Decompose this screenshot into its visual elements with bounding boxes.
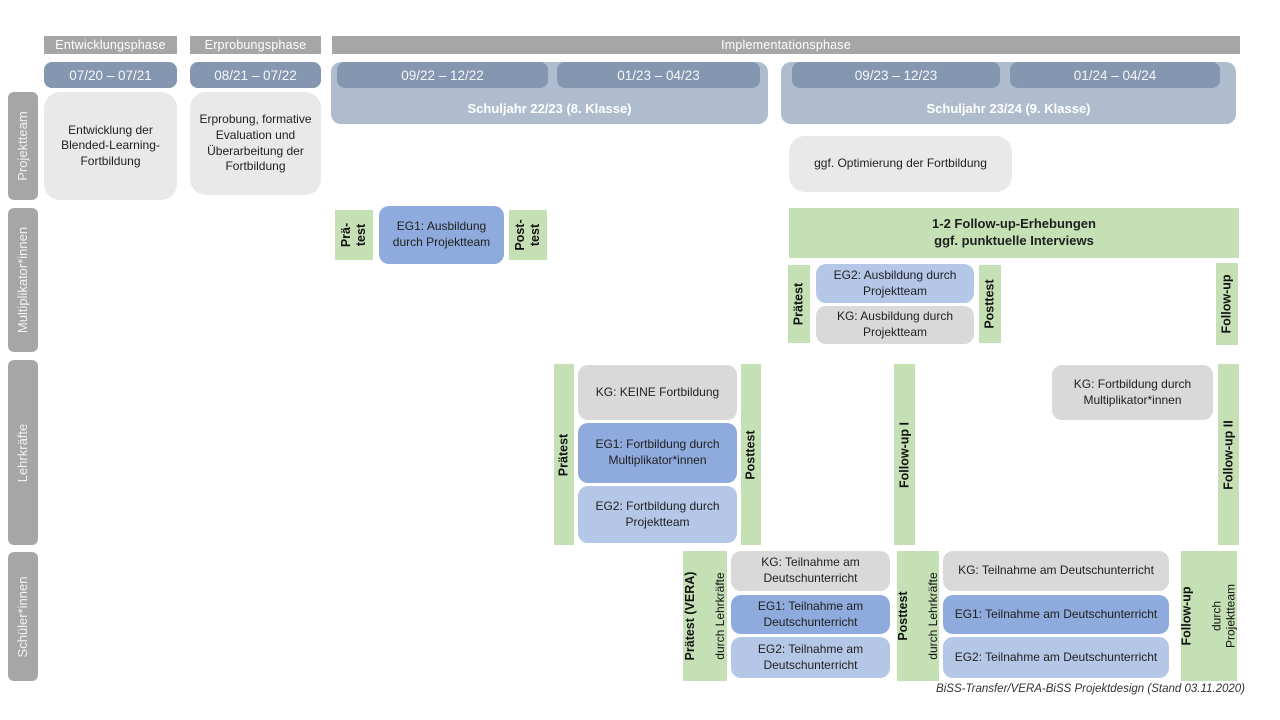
box-kg-teilnahme-1: KG: Teilnahme am Deutschunterricht [731,551,890,591]
box-eg2-fortbildung-projektteam: EG2: Fortbildung durch Projektteam [578,486,737,543]
box-kg-fortbildung-multiplikatoren: KG: Fortbildung durch Multiplikator*inne… [1052,365,1213,420]
phase-bar-erprobungsphase: Erprobungsphase [190,36,321,54]
box-erprobung-evaluation: Erprobung, formative Evaluation und Über… [190,92,321,195]
bar-schueler-followup: Follow-up durch Projektteam [1179,551,1238,681]
bar-schueler-posttest: Posttest durch Lehrkräfte [895,551,940,681]
bar-lehrkraefte-posttest: Posttest [741,364,761,545]
box-eg1-teilnahme-1: EG1: Teilnahme am Deutschunterricht [731,595,890,634]
box-kg-ausbildung-projektteam: KG: Ausbildung durch Projektteam [816,306,974,344]
bar-schueler-posttest-label: Posttest [895,591,910,641]
box-kg-keine-fortbildung: KG: KEINE Fortbildung [578,365,737,420]
diagram-caption: BiSS-Transfer/VERA-BiSS Projektdesign (S… [936,683,1245,695]
phase-bar-entwicklungsphase: Entwicklungsphase [44,36,177,54]
bar-multiplikatoren-posttest-2: Posttest [979,265,1001,343]
date-bar-07-20: 07/20 – 07/21 [44,62,177,88]
box-followup-erhebungen: 1-2 Follow-up-Erhebungen ggf. punktuelle… [789,208,1239,258]
bar-multiplikatoren-praetest-1: Prä- test [335,210,373,260]
schoolyear-label-22-23: Schuljahr 22/23 (8. Klasse) [467,101,632,116]
bar-multiplikatoren-followup-label: Follow-up [1219,274,1234,334]
box-kg-teilnahme-2: KG: Teilnahme am Deutschunterricht [943,551,1169,591]
bar-lehrkraefte-followup-1-label: Follow-up I [897,421,911,488]
box-eg1-fortbildung-multiplikatoren: EG1: Fortbildung durch Multiplikator*inn… [578,423,737,483]
sidebar-row-lehrkraefte: Lehrkräfte [8,360,38,545]
bar-lehrkraefte-praetest: Prätest [554,364,574,545]
bar-lehrkraefte-followup-2-label: Follow-up II [1221,419,1235,490]
bar-multiplikatoren-posttest-1-label: Post- test [513,219,542,251]
box-eg2-teilnahme-2: EG2: Teilnahme am Deutschunterricht [943,637,1169,678]
bar-schueler-praetest-vera-label: Prätest (VERA) [682,571,697,661]
bar-multiplikatoren-praetest-1-label: Prä- test [339,222,368,248]
sidebar-label-lehrkraefte: Lehrkräfte [15,423,31,482]
sidebar-label-multiplikatorinnen: Multiplikator*innen [15,226,31,334]
bar-schueler-posttest-sub: durch Lehrkräfte [925,572,940,660]
bar-schueler-followup-label: Follow-up [1179,586,1194,646]
phase-bar-implementationsphase: Implementationsphase [332,36,1240,54]
bar-schueler-followup-sub: durch Projektteam [1209,583,1238,649]
sidebar-row-projektteam: Projektteam [8,92,38,200]
bar-schueler-praetest-vera: Prätest (VERA) durch Lehrkräfte [683,551,727,681]
box-eg1-teilnahme-2: EG1: Teilnahme am Deutschunterricht [943,595,1169,634]
bar-multiplikatoren-posttest-2-label: Posttest [982,279,997,329]
date-bar-09-22: 09/22 – 12/22 [337,62,548,88]
bar-multiplikatoren-praetest-2: Prätest [788,265,810,343]
bar-lehrkraefte-praetest-label: Prätest [556,433,571,476]
bar-lehrkraefte-followup-1: Follow-up I [894,364,915,545]
schoolyear-label-23-24: Schuljahr 23/24 (9. Klasse) [926,101,1091,116]
date-bar-01-24: 01/24 – 04/24 [1010,62,1220,88]
bar-multiplikatoren-praetest-2-label: Prätest [791,282,806,326]
box-eg1-ausbildung-projektteam: EG1: Ausbildung durch Projektteam [379,206,504,264]
bar-multiplikatoren-posttest-1: Post- test [509,210,547,260]
date-bar-01-23: 01/23 – 04/23 [557,62,760,88]
date-bar-08-21: 08/21 – 07/22 [190,62,321,88]
bar-multiplikatoren-followup: Follow-up [1216,263,1238,345]
date-bar-09-23: 09/23 – 12/23 [792,62,1000,88]
box-optimierung-fortbildung: ggf. Optimierung der Fortbildung [789,136,1012,192]
bar-lehrkraefte-posttest-label: Posttest [743,429,758,480]
sidebar-row-schuelerinnen: Schüler*innen [8,552,38,681]
bar-schueler-praetest-vera-sub: durch Lehrkräfte [712,572,727,660]
box-eg2-teilnahme-1: EG2: Teilnahme am Deutschunterricht [731,637,890,678]
sidebar-label-projektteam: Projektteam [15,111,31,181]
box-entwicklung-fortbildung: Entwicklung der Blended-Learning-Fortbil… [44,92,177,200]
box-eg2-ausbildung-projektteam: EG2: Ausbildung durch Projektteam [816,264,974,303]
bar-lehrkraefte-followup-2: Follow-up II [1218,364,1239,545]
sidebar-label-schuelerinnen: Schüler*innen [15,576,31,657]
sidebar-row-multiplikatorinnen: Multiplikator*innen [8,208,38,352]
